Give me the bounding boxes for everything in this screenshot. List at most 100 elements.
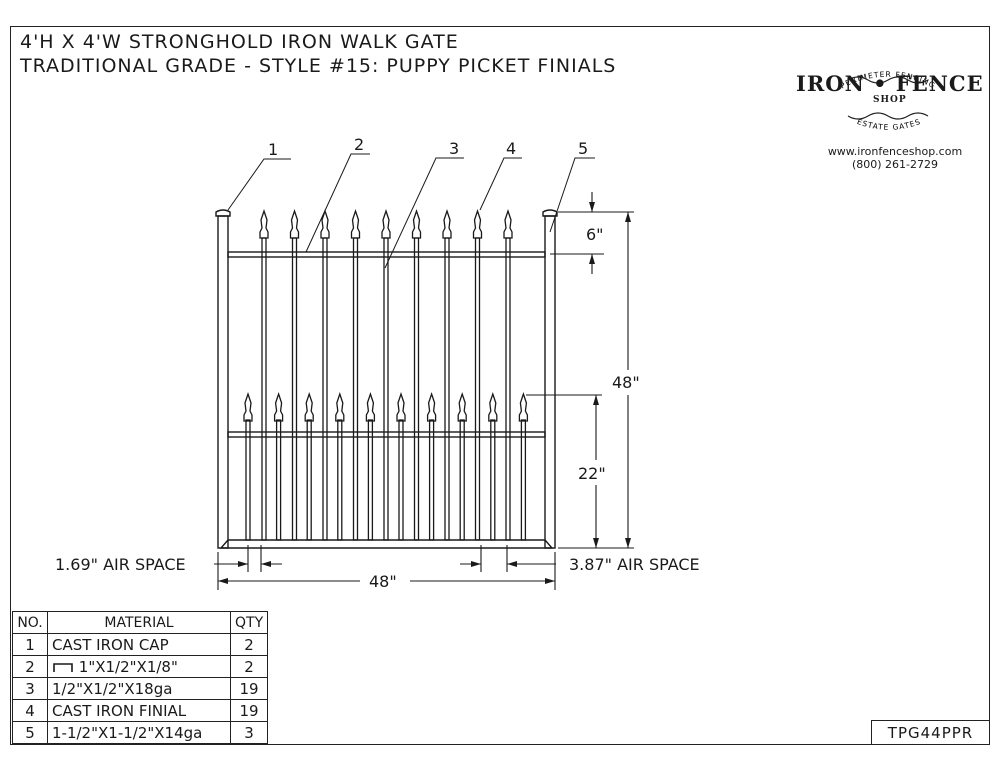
puppy-picket [428, 419, 435, 541]
tall-picket-finial [259, 208, 269, 239]
bom-row-material-cell: 1"X1/2"X1/8" [47, 655, 231, 678]
table-row: 4 CAST IRON FINIAL 19 [12, 699, 269, 722]
callout-3-leader [384, 157, 464, 269]
tall-picket-finial [411, 208, 422, 239]
drawing-title-line1: 4'H X 4'W STRONGHOLD IRON WALK GATE [20, 31, 459, 53]
callout-3: 3 [449, 139, 459, 158]
logo-ornament: PERIMETER FENCING ESTATE GATES [839, 70, 937, 132]
bom-row-material: 1"X1/2"X1/8" [78, 657, 178, 676]
spacing-arrow-top [589, 202, 595, 212]
puppy-picket [520, 419, 527, 541]
puppy-picket [245, 419, 251, 541]
puppy-picket-finial [488, 391, 498, 422]
top-spacing-label: 6" [586, 225, 604, 244]
right-air-space-label: 3.87" AIR SPACE [569, 555, 700, 574]
top-rail [227, 251, 546, 258]
bom-header-row: NO. MATERIAL QTY [12, 611, 269, 634]
right-post-cap [542, 209, 558, 217]
bom-row-no: 1 [12, 633, 48, 656]
phone-text: (800) 261-2729 [851, 158, 939, 171]
channel-icon [53, 663, 73, 672]
bom-row-material: CAST IRON CAP [47, 633, 231, 656]
tall-picket-finial [442, 208, 452, 239]
tall-picket [322, 237, 328, 541]
width-label: 48" [369, 572, 397, 591]
tall-picket [261, 237, 267, 541]
width-arrow-left [218, 578, 228, 584]
puppy-picket [459, 419, 465, 541]
tall-picket-finial [350, 208, 361, 239]
puppy-picket-finial [335, 391, 345, 422]
callout-2-leader [305, 153, 370, 253]
tall-picket [474, 237, 481, 541]
bom-row-no: 3 [12, 677, 48, 700]
drawing-title-line2: TRADITIONAL GRADE - STYLE #15: PUPPY PIC… [20, 55, 617, 77]
bom-row-qty: 3 [229, 721, 269, 744]
table-row: 1 CAST IRON CAP 2 [12, 633, 269, 656]
company-logo: PERIMETER FENCING ESTATE GATES IRON • FE… [788, 58, 988, 178]
bom-row-qty: 19 [229, 699, 269, 722]
bom-row-material: 1/2"X1/2"X18ga [47, 677, 231, 700]
puppy-picket [367, 419, 374, 541]
puppy-picket [490, 419, 496, 541]
table-row: 5 1-1/2"X1-1/2"X14ga 3 [12, 721, 269, 744]
bom-row-qty: 19 [229, 677, 269, 700]
puppy-picket [306, 419, 312, 541]
tall-picket-finial [472, 208, 483, 239]
puppy-picket-finial [304, 391, 314, 422]
puppy-arrow-bottom [593, 538, 599, 548]
right-air-arrow-a [471, 561, 481, 567]
bom-row-material: 1-1/2"X1-1/2"X14ga [47, 721, 231, 744]
callout-2: 2 [354, 135, 364, 154]
bom-header-no: NO. [12, 611, 48, 634]
bom-header-qty: QTY [229, 611, 269, 634]
puppy-picket-finial [426, 391, 437, 422]
part-number-box: TPG44PPR [871, 720, 989, 744]
logo-shop-text: SHOP [873, 95, 907, 105]
tall-picket-finial [289, 208, 300, 239]
width-arrow-right [545, 578, 555, 584]
tall-picket [413, 237, 420, 541]
height-arrow-top [625, 212, 631, 222]
puppy-picket-finial [396, 391, 406, 422]
bom-row-no: 5 [12, 721, 48, 744]
puppy-picket-finial [243, 391, 253, 422]
bom-row-no: 4 [12, 699, 48, 722]
tall-picket [444, 237, 450, 541]
bom-row-material: CAST IRON FINIAL [47, 699, 231, 722]
left-post [217, 215, 229, 549]
table-row: 3 1/2"X1/2"X18ga 19 [12, 677, 269, 700]
callout-5-leader [549, 157, 595, 233]
right-air-arrow-b [507, 561, 517, 567]
bom-row-no: 2 [12, 655, 48, 678]
logo-bottom-flourish [847, 112, 929, 120]
height-label: 48" [612, 373, 640, 392]
bom-row-qty: 2 [229, 655, 269, 678]
puppy-picket-finial [457, 391, 467, 422]
callout-4: 4 [506, 139, 516, 158]
tall-picket [383, 237, 389, 541]
table-row: 2 1"X1/2"X1/8" 2 [12, 655, 269, 678]
puppy-picket [398, 419, 404, 541]
puppy-arrow-top [593, 395, 599, 405]
puppy-picket-finial [365, 391, 376, 422]
tall-picket-finial [381, 208, 391, 239]
bom-row-qty: 2 [229, 633, 269, 656]
left-air-arrow-a [238, 561, 248, 567]
puppy-picket [275, 419, 282, 541]
left-air-space-label: 1.69" AIR SPACE [55, 555, 186, 574]
tall-picket [291, 237, 298, 541]
puppy-picket-finial [518, 391, 529, 422]
website-text: www.ironfenceshop.com [827, 145, 963, 158]
logo-top-flourish [847, 76, 929, 84]
callout-4-leader [479, 157, 522, 211]
tall-picket-finial [503, 208, 513, 239]
right-post [544, 215, 556, 549]
logo-wordmark: IRON • FENCE [796, 71, 984, 96]
left-post-cap [215, 209, 231, 217]
puppy-height-label: 22" [578, 464, 606, 483]
callout-1-leader [227, 158, 291, 211]
bottom-rail [219, 539, 554, 549]
left-air-arrow-b [261, 561, 271, 567]
